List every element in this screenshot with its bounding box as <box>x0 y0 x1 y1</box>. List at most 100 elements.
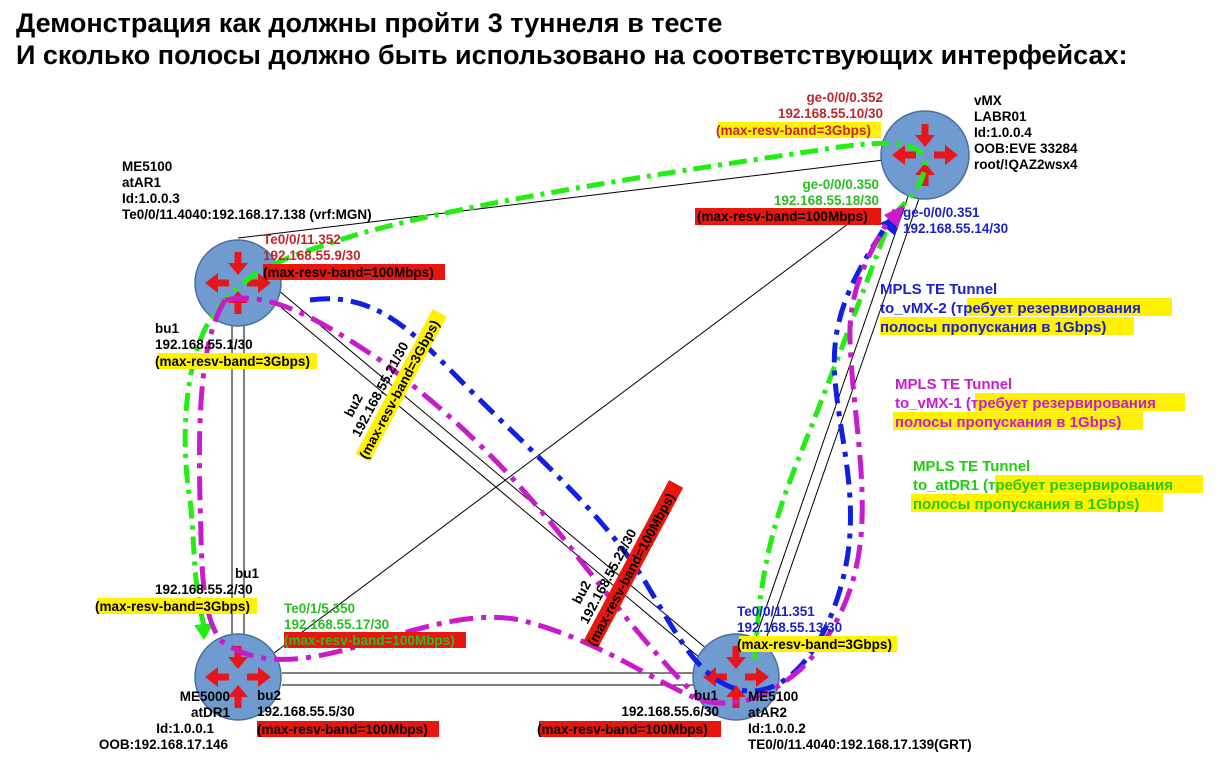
svg-text:to_vMX-2 (требует резервирован: to_vMX-2 (требует резервирования <box>880 300 1141 317</box>
legend-name: to_atDR1 <box>913 477 979 494</box>
legend-req2: полосы пропускания в 1Gbps <box>880 319 1101 336</box>
legend-req2: полосы пропускания в 1Gbps <box>913 496 1134 513</box>
bw-highlight <box>284 632 466 648</box>
if-ip: 192.168.55.5/30 <box>257 704 355 719</box>
svg-text:(max-resv-band=3Gbps): (max-resv-band=3Gbps) <box>737 637 892 652</box>
if-name: Te0/0/11.351 <box>737 604 815 619</box>
bw-highlight <box>97 598 257 614</box>
svg-text:полосы пропускания в 1Gbps): полосы пропускания в 1Gbps) <box>913 496 1139 513</box>
svg-text:to_atDR1 (требует резервирован: to_atDR1 (требует резервирования <box>913 477 1173 494</box>
page-title-line-2: И сколько полосы должно быть использован… <box>16 40 1128 70</box>
atdr1-line-2: atDR1 <box>191 705 231 720</box>
if-bw: max-resv-band=3Gbps <box>100 599 246 614</box>
atar1-line-2: atAR1 <box>122 175 162 190</box>
if-bw: max-resv-band=100Mbps <box>262 722 424 737</box>
svg-text:(max-resv-band=3Gbps): (max-resv-band=3Gbps) <box>356 318 442 462</box>
if-name: Te0/0/11.352 <box>263 232 341 247</box>
legend-head: MPLS TE Tunnel <box>895 376 1012 393</box>
router-atar1[interactable] <box>194 239 282 327</box>
if-name: ge-0/0/0.352 <box>806 90 883 105</box>
legend-head: MPLS TE Tunnel <box>880 281 997 298</box>
if-bw: max-resv-band=3Gbps <box>721 123 867 138</box>
if-bw: max-resv-band=3Gbps <box>160 354 306 369</box>
legend-name: to_vMX-1 <box>895 395 962 412</box>
page-title-line-1: Демонстрация как должны пройти 3 туннеля… <box>16 8 723 38</box>
if-ar1-te352: Te0/0/11.352 192.168.55.9/30 (max-resv-b… <box>263 232 445 280</box>
if-labr-ge350: ge-0/0/0.350 192.168.55.18/30 (max-resv-… <box>695 177 881 225</box>
if-bw: max-resv-band=100Mbps <box>268 265 430 280</box>
if-bw: max-resv-band=100Mbps <box>542 722 704 737</box>
router-labr01[interactable] <box>880 110 970 200</box>
if-ar1-bu2: bu2 192.168.55.21/30 (max-resv-band=3Gbp… <box>341 309 447 462</box>
legend-req1: требует резервирования <box>988 477 1173 494</box>
if-bw: max-resv-band=100Mbps <box>289 633 451 648</box>
atar1-line-1: ME5100 <box>122 159 172 174</box>
node-label-atdr1: ME5000 atDR1 Id:1.0.0.1 OOB:192.168.17.1… <box>99 689 231 752</box>
legend-req1: требует резервирования <box>971 395 1156 412</box>
legend-tunnel-to-vmx1: MPLS TE Tunnel to_vMX-1 (требует резерви… <box>893 376 1185 431</box>
bw-highlight <box>695 208 881 225</box>
atdr1-line-1: ME5000 <box>180 689 230 704</box>
if-ip: 192.168.55.14/30 <box>903 221 1008 236</box>
atar2-line-3: Id:1.0.0.2 <box>748 721 806 736</box>
svg-text:to_vMX-1 (требует резервирован: to_vMX-1 (требует резервирования <box>895 395 1156 412</box>
bw-highlight <box>583 480 684 649</box>
legend-req2: полосы пропускания в 1Gbps <box>895 414 1116 431</box>
if-dr1-te350: Te0/1/5.350 192.168.55.17/30 (max-resv-b… <box>284 601 466 648</box>
router-atdr1[interactable] <box>194 633 282 721</box>
if-name: bu1 <box>235 566 259 581</box>
svg-text:(max-resv-band=100Mbps): (max-resv-band=100Mbps) <box>697 209 868 224</box>
legend-req1: требует резервирования <box>956 300 1141 317</box>
bw-highlight <box>539 721 721 737</box>
if-name: bu2 <box>257 688 281 703</box>
physical-links <box>231 154 926 686</box>
tunnel-to-atdr1-arrowhead <box>194 623 214 640</box>
if-name: ge-0/0/0.351 <box>903 205 980 220</box>
if-ip: 192.168.55.10/30 <box>778 106 883 121</box>
if-labr-ge352: ge-0/0/0.352 192.168.55.10/30 (max-resv-… <box>716 90 883 138</box>
legend-name: to_vMX-2 <box>880 300 947 317</box>
tunnel-to-atdr1-path <box>182 140 928 661</box>
legend-highlight <box>893 412 1143 430</box>
atar1-line-3: Id:1.0.0.3 <box>122 191 180 206</box>
if-ar2-te351: Te0/0/11.351 192.168.55.13/30 (max-resv-… <box>737 604 897 652</box>
if-ip: 192.168.55.9/30 <box>263 248 361 263</box>
if-dr1-bu2: bu2 192.168.55.5/30 (max-resv-band=100Mb… <box>257 688 439 737</box>
if-dr1-bu1: bu1 192.168.55.2/30 (max-resv-band=3Gbps… <box>95 566 259 614</box>
if-ip: 192.168.55.17/30 <box>284 617 389 632</box>
if-name: Te0/1/5.350 <box>284 601 355 616</box>
svg-text:(max-resv-band=3Gbps): (max-resv-band=3Gbps) <box>155 354 310 369</box>
tunnel-to-vmx1-arrowhead <box>884 205 904 228</box>
atdr1-line-4: OOB:192.168.17.146 <box>99 737 229 752</box>
svg-text:полосы пропускания в 1Gbps): полосы пропускания в 1Gbps) <box>880 319 1106 336</box>
labr01-line-2: LABR01 <box>974 109 1027 124</box>
legend-highlight <box>880 317 1134 335</box>
node-label-atar2: ME5100 atAR2 Id:1.0.0.2 TE0/0/11.4040:19… <box>748 689 972 752</box>
atar2-line-4: TE0/0/11.4040:192.168.17.139(GRT) <box>748 737 972 752</box>
if-ar2-bu1: bu1 192.168.55.6/30 (max-resv-band=100Mb… <box>537 688 721 737</box>
legend-tunnel-to-vmx2: MPLS TE Tunnel to_vMX-2 (требует резерви… <box>880 281 1172 336</box>
if-bw: max-resv-band=100Mbps <box>587 495 676 645</box>
legend-head: MPLS TE Tunnel <box>913 458 1030 475</box>
legend-highlight <box>995 475 1203 493</box>
node-label-labr01: vMX LABR01 Id:1.0.0.4 OOB:EVE 33284 root… <box>974 93 1078 172</box>
node-label-atar1: ME5100 atAR1 Id:1.0.0.3 Te0/0/11.4040:19… <box>122 159 372 222</box>
if-ip: 192.168.55.1/30 <box>155 337 253 352</box>
if-ip: 192.168.55.13/30 <box>737 620 842 635</box>
if-ip: 192.168.55.18/30 <box>774 193 879 208</box>
svg-text:(max-resv-band=3Gbps): (max-resv-band=3Gbps) <box>95 599 250 614</box>
if-name: bu1 <box>694 688 718 703</box>
tunnel-to-vmx1-path <box>196 208 898 706</box>
svg-text:(max-resv-band=3Gbps): (max-resv-band=3Gbps) <box>716 123 871 138</box>
bw-highlight <box>157 353 317 369</box>
legend-highlight <box>975 393 1185 411</box>
if-name: bu1 <box>155 321 179 336</box>
if-ar1-bu1: bu1 192.168.55.1/30 (max-resv-band=3Gbps… <box>155 321 317 369</box>
link-atar1-labr01 <box>237 154 926 239</box>
bw-highlight <box>263 264 445 280</box>
labr01-line-3: Id:1.0.0.4 <box>974 125 1032 140</box>
svg-text:(max-resv-band=100Mbps): (max-resv-band=100Mbps) <box>257 722 428 737</box>
link-atar2-labr01-a <box>747 184 913 661</box>
legend-tunnel-to-atdr1: MPLS TE Tunnel to_atDR1 (требует резерви… <box>911 458 1203 513</box>
